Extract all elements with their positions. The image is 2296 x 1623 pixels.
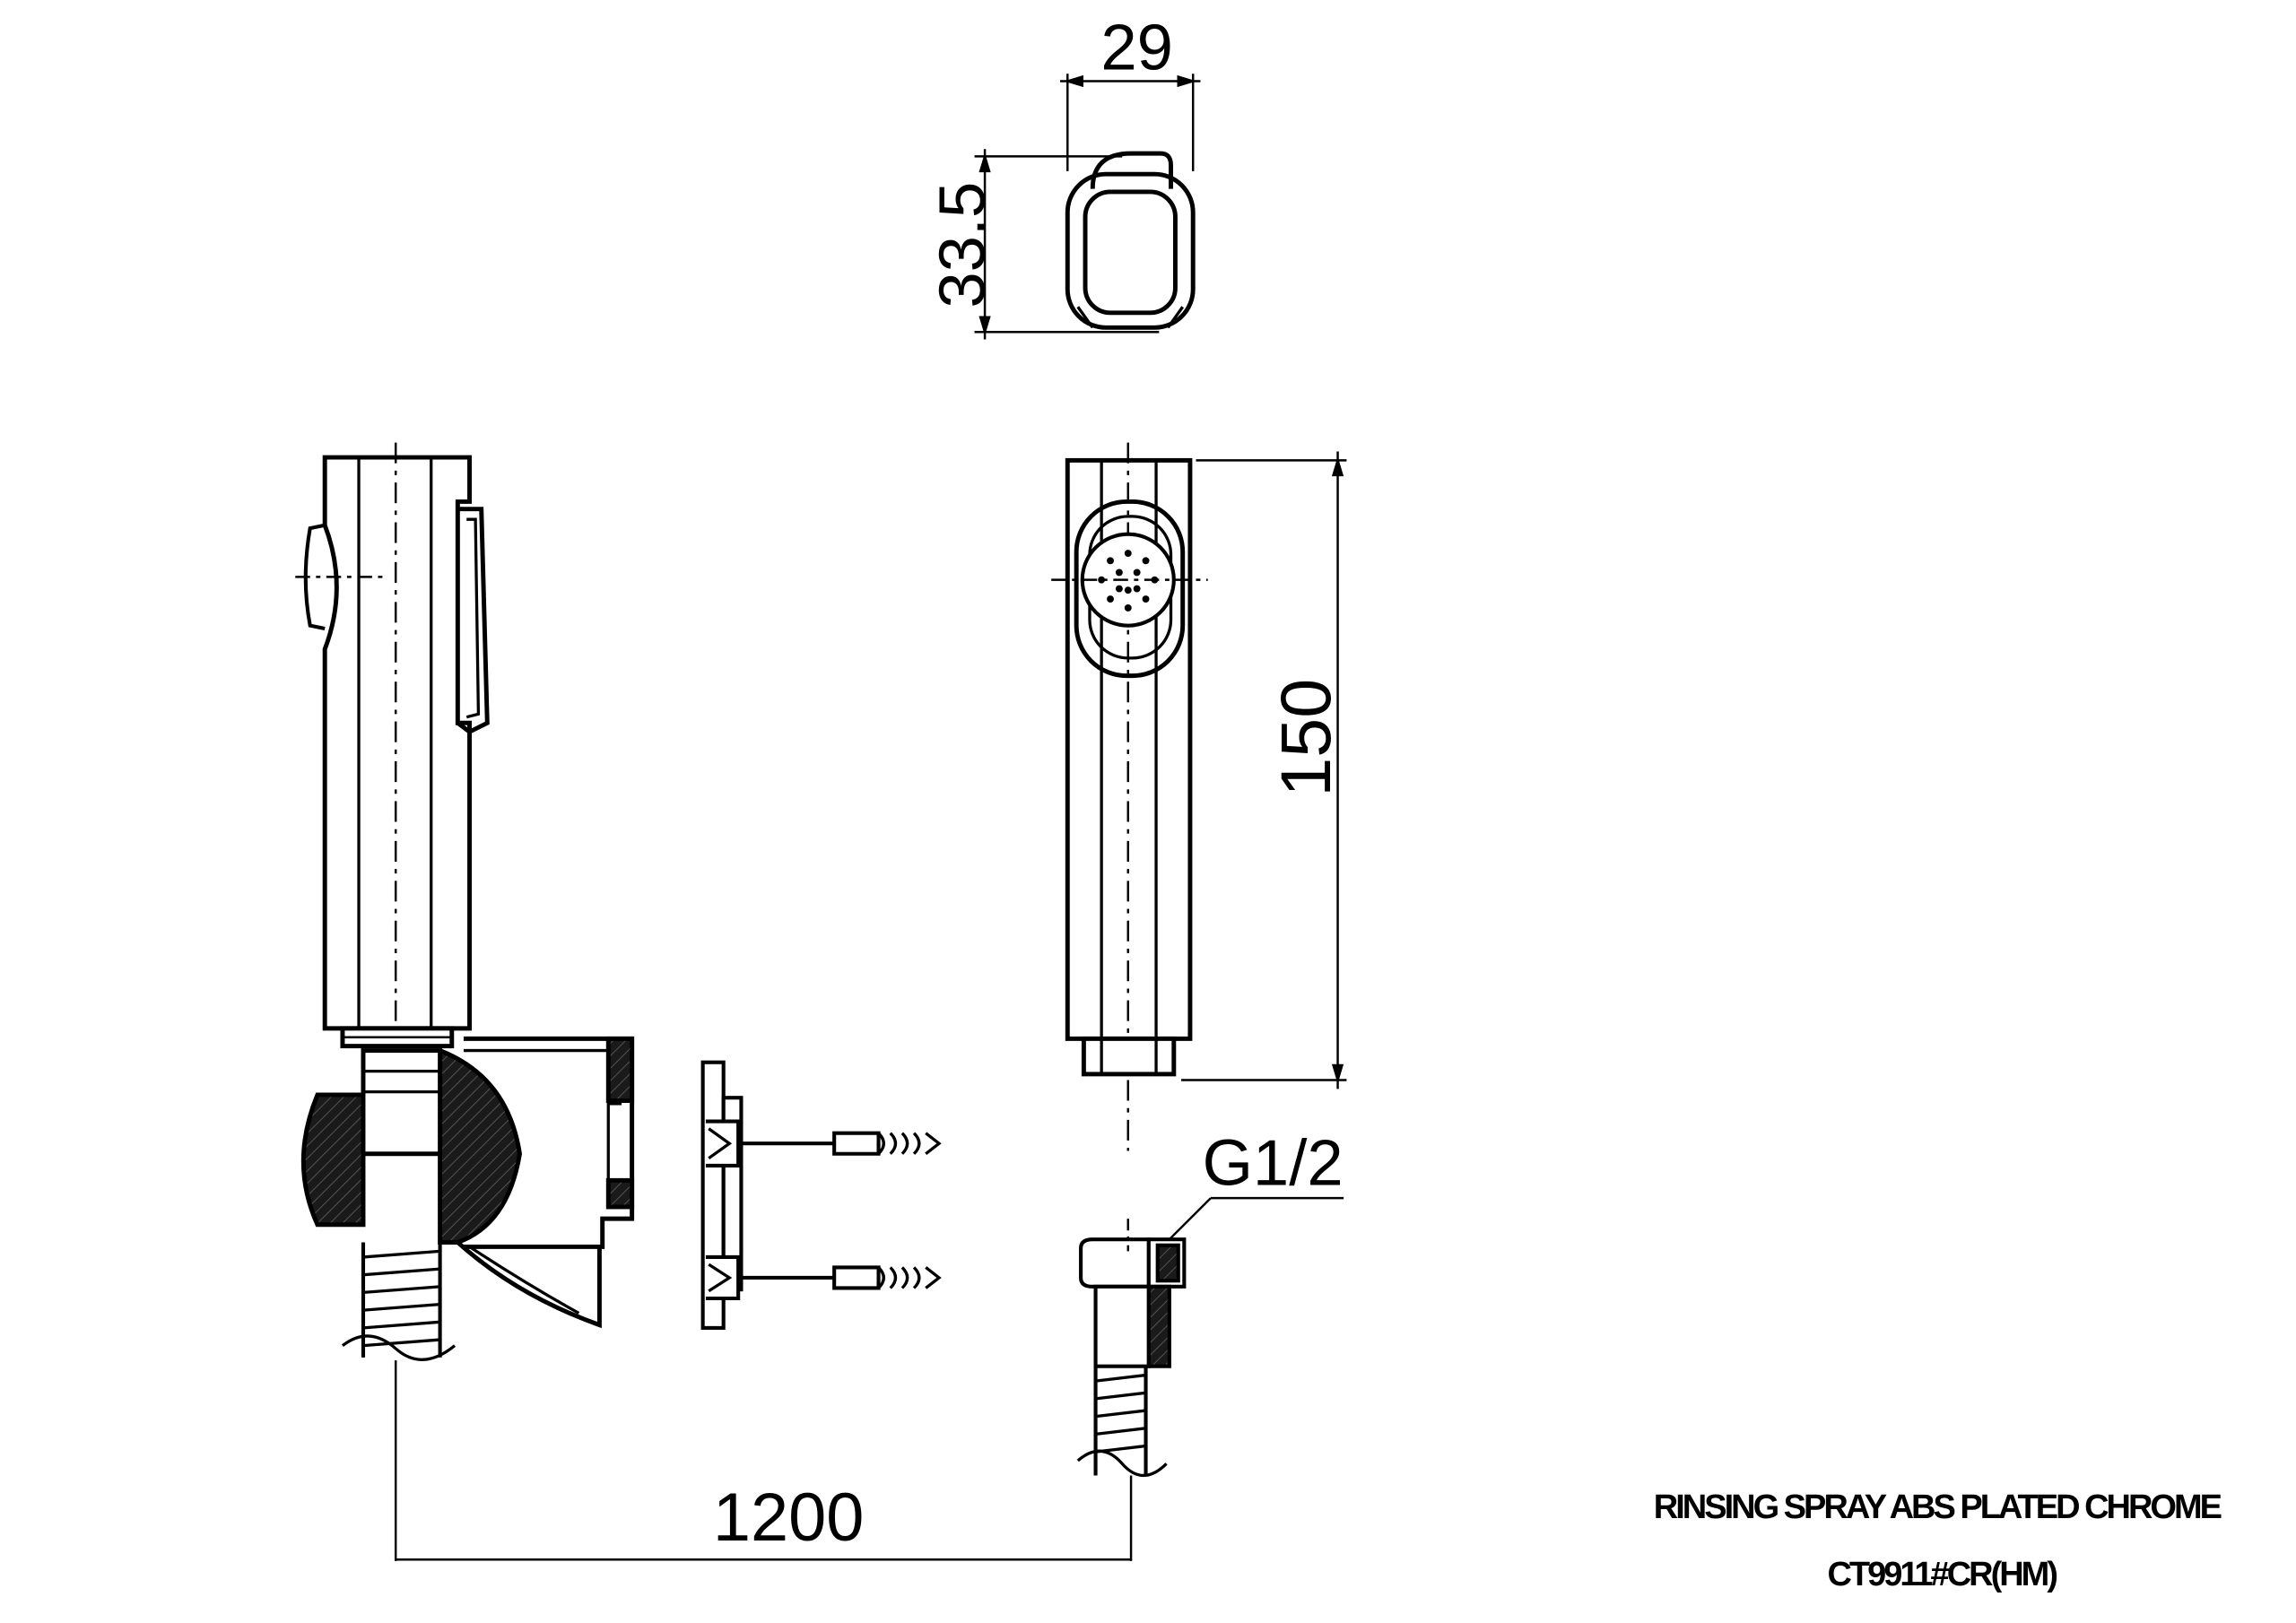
product-title: RINSING SPRAY ABS PLATED CHROME [1653,1488,2222,1526]
dim-height-33-5 [974,149,1160,340]
front-view-spray [1051,442,1208,1151]
product-code: CT9911#CR(HM) [1827,1556,2058,1593]
dim-label-height: 33.5 [926,182,998,308]
dim-label-width: 29 [1100,11,1173,83]
wall-holder [300,1036,635,1361]
g-half-fitting [1076,1196,1344,1477]
dim-label-length: 150 [1265,679,1345,797]
side-view-spray [295,442,490,1049]
dim-width-29 [1060,74,1201,171]
spray-holes [1098,550,1159,612]
dim-length-150 [1181,451,1347,1089]
dim-label-hose: 1200 [713,1480,864,1556]
wall-plate-screws [700,1060,942,1330]
dim-hose-1200 [394,1360,1133,1561]
dim-label-thread: G1/2 [1203,1126,1344,1199]
top-view [1065,151,1196,330]
